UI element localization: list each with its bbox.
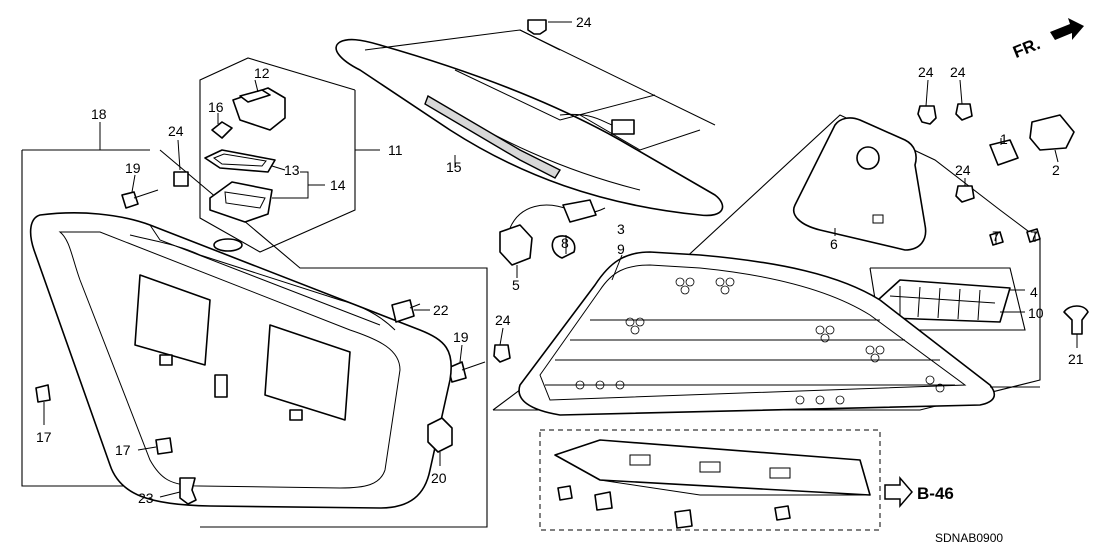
- callout-24-a: 24: [576, 14, 592, 30]
- callout-24-f: 24: [495, 312, 511, 328]
- socket-bulb-5-8: [499, 199, 606, 266]
- callout-5: 5: [512, 277, 520, 293]
- callout-14: 14: [330, 177, 346, 193]
- callout-17-b: 17: [115, 442, 131, 458]
- callout-24-c: 24: [918, 64, 934, 80]
- callout-3: 3: [617, 221, 625, 237]
- callout-10: 10: [1028, 305, 1044, 321]
- callout-17-a: 17: [36, 429, 52, 445]
- callout-9: 9: [617, 241, 625, 257]
- callout-20: 20: [431, 470, 447, 486]
- diagram-code: SDNAB0900: [935, 531, 1003, 545]
- front-arrow-icon: [1050, 18, 1084, 40]
- callout-labels: 1 2 3 4 5 6 7 7 8 9 10 11 12 13 14 15 16…: [36, 14, 1084, 506]
- callout-24-d: 24: [950, 64, 966, 80]
- callout-4: 4: [1030, 284, 1038, 300]
- callout-16: 16: [208, 99, 224, 115]
- trunk-garnish-18: [29, 212, 452, 509]
- lower-bracket-detail: [539, 429, 881, 531]
- callout-19-b: 19: [453, 329, 469, 345]
- callout-12: 12: [254, 65, 270, 81]
- screw-19-group: [121, 189, 486, 383]
- callout-8: 8: [561, 235, 569, 251]
- clips-and-grommets: [35, 299, 453, 505]
- callout-7-a: 7: [992, 228, 1000, 244]
- tail-light-lens-3-9: [518, 251, 996, 416]
- bulb-socket-1-2: [989, 114, 1075, 166]
- lamp-backing-6: [793, 117, 927, 251]
- callout-19-a: 19: [125, 160, 141, 176]
- callout-24-e: 24: [955, 162, 971, 178]
- push-pin-21: [1063, 305, 1089, 335]
- callout-18: 18: [91, 106, 107, 122]
- leader-lines: [43, 21, 1078, 498]
- callout-23: 23: [138, 490, 154, 506]
- callout-11: 11: [388, 142, 403, 158]
- callout-24-b: 24: [168, 123, 184, 139]
- nut-24-group: [173, 19, 975, 363]
- reference-label: B-46: [917, 484, 954, 503]
- callout-22: 22: [433, 302, 449, 318]
- reference-arrow-icon: [884, 475, 913, 509]
- callout-2: 2: [1052, 162, 1060, 178]
- callout-21: 21: [1068, 351, 1084, 367]
- callout-6: 6: [830, 236, 838, 252]
- callout-7-b: 7: [1030, 228, 1038, 244]
- callout-1: 1: [1000, 131, 1008, 147]
- callout-15: 15: [446, 159, 462, 175]
- high-mount-stop-lamp-15: [335, 29, 724, 217]
- license-light-assembly: [204, 87, 286, 223]
- lens-honeycomb-pattern: [575, 277, 945, 405]
- callout-13: 13: [284, 162, 300, 178]
- front-indicator: FR.: [1010, 34, 1043, 62]
